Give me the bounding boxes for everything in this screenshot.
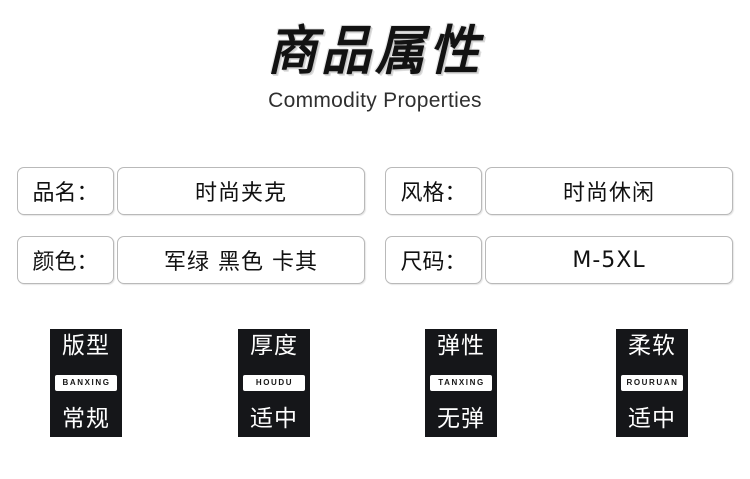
- attribute-pair-size: 尺码： M-5XL: [385, 236, 733, 284]
- feature-badge-banxing: 版型 BANXING 常规: [50, 329, 122, 437]
- page-header: 商品属性 Commodity Properties: [0, 0, 750, 111]
- feature-badge-pinyin: ROURUAN: [621, 375, 683, 391]
- attribute-pair-product-name: 品名： 时尚夹克: [17, 167, 365, 215]
- attribute-value-product-name: 时尚夹克: [117, 167, 365, 215]
- feature-badge-title: 弹性: [437, 333, 485, 359]
- attribute-pair-color: 颜色： 军绿 黑色 卡其: [17, 236, 365, 284]
- attribute-label-size: 尺码：: [385, 236, 482, 284]
- attributes-table: 品名： 时尚夹克 风格： 时尚休闲 颜色： 军绿 黑色 卡其 尺码： M-5XL: [17, 167, 733, 305]
- feature-badge-value: 常规: [62, 406, 110, 432]
- attribute-pair-style: 风格： 时尚休闲: [385, 167, 733, 215]
- attribute-row: 颜色： 军绿 黑色 卡其 尺码： M-5XL: [17, 236, 733, 284]
- attribute-value-color: 军绿 黑色 卡其: [117, 236, 365, 284]
- feature-badge-rouruan: 柔软 ROURUAN 适中: [616, 329, 688, 437]
- feature-badge-value: 无弹: [437, 406, 485, 432]
- feature-badge-title: 柔软: [628, 333, 676, 359]
- feature-badge-group: 版型 BANXING 常规 厚度 HOUDU 适中 弹性 TANXING 无弹 …: [0, 329, 750, 439]
- attribute-row: 品名： 时尚夹克 风格： 时尚休闲: [17, 167, 733, 215]
- feature-badge-tanxing: 弹性 TANXING 无弹: [425, 329, 497, 437]
- feature-badge-title: 厚度: [250, 333, 298, 359]
- attribute-label-product-name: 品名：: [17, 167, 114, 215]
- attribute-label-color: 颜色：: [17, 236, 114, 284]
- attribute-value-style: 时尚休闲: [485, 167, 733, 215]
- feature-badge-houdu: 厚度 HOUDU 适中: [238, 329, 310, 437]
- attribute-label-style: 风格：: [385, 167, 482, 215]
- attribute-value-size: M-5XL: [485, 236, 733, 284]
- feature-badge-value: 适中: [250, 406, 298, 432]
- feature-badge-pinyin: BANXING: [55, 375, 117, 391]
- feature-badge-value: 适中: [628, 406, 676, 432]
- feature-badge-title: 版型: [62, 333, 110, 359]
- feature-badge-pinyin: TANXING: [430, 375, 492, 391]
- page-subtitle: Commodity Properties: [268, 89, 482, 112]
- page-title: 商品属性: [267, 20, 483, 82]
- feature-badge-pinyin: HOUDU: [243, 375, 305, 391]
